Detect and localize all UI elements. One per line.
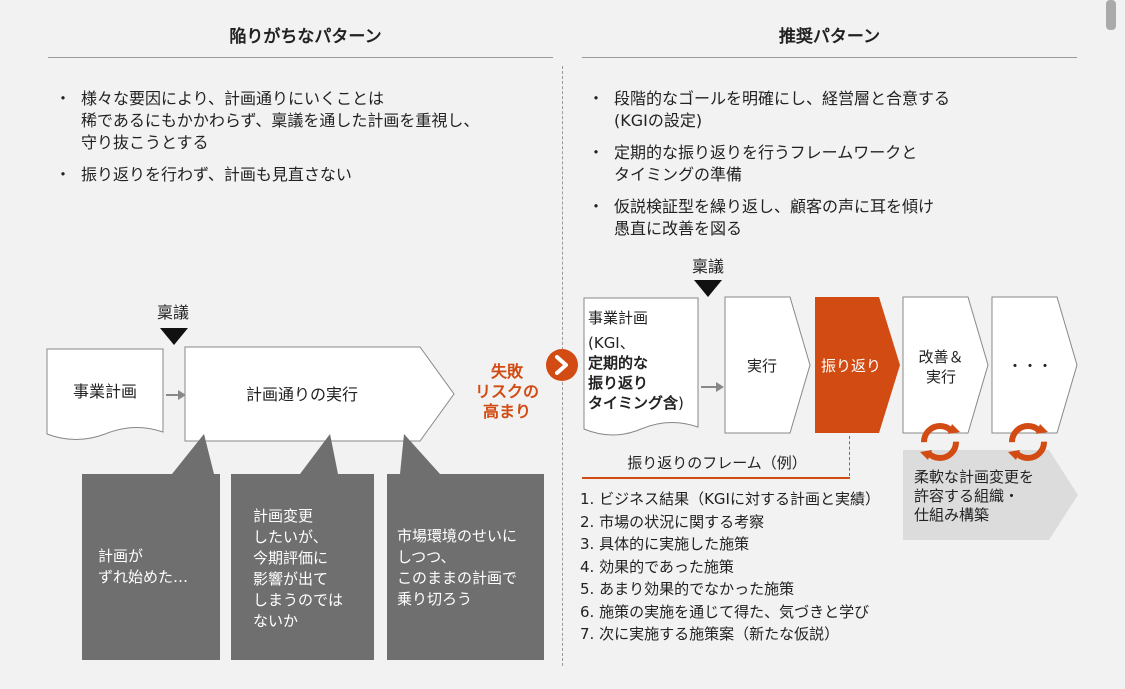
left-title-rule — [48, 57, 553, 58]
framework-item: 4. 効果的であった施策 — [580, 557, 734, 576]
step-review-label: 振り返り — [820, 357, 881, 375]
right-plan-title: 事業計画 — [588, 309, 649, 327]
framework-item: 6. 施策の実施を通じて得た、気づきと学び — [580, 602, 870, 621]
left-bullet-list: 様々な要因により、計画通りにいくことは 稀であるにもかかわらず、稟議を通した計画… — [55, 88, 555, 196]
right-bullet-3: 仮説検証型を繰り返し、顧客の声に耳を傾け 愚直に改善を図る — [588, 196, 1088, 240]
right-plan-bold-1: 定期的な — [588, 354, 649, 372]
right-bullet-list: 段階的なゴールを明確にし、経営層と合意する (KGIの設定) 定期的な振り返りを… — [588, 88, 1088, 250]
step-ellipsis-label: ・・・ — [1007, 357, 1053, 375]
framework-item: 5. あまり効果的でなかった施策 — [580, 580, 795, 598]
failure-risk-label: 失敗 リスクの 高まり — [474, 362, 539, 421]
step-chevrons — [724, 296, 1078, 434]
framework-item: 3. 具体的に実施した施策 — [580, 535, 750, 553]
left-plan-label: 事業計画 — [72, 382, 137, 401]
right-arrow-icon — [701, 382, 724, 392]
right-plan-paren-close: ) — [678, 394, 684, 412]
speech-bubble-2-text: 計画変更 したいが、 今期評価に 影響が出て しまうのでは ないか — [253, 507, 344, 630]
right-plan-paren-open: (KGI、 — [588, 334, 635, 352]
framework-title: 振り返りのフレーム（例） — [627, 454, 807, 472]
left-execution-chevron — [184, 346, 455, 442]
right-approval-label: 稟議 — [691, 257, 724, 276]
cycle-icon — [1008, 423, 1048, 461]
speech-bubble-3-text: 市場環境のせいに しつつ、 このままの計画で 乗り切ろう — [397, 527, 518, 608]
step-execute-label: 実行 — [746, 357, 777, 375]
left-plan-document-icon — [46, 348, 164, 440]
left-arrow-icon — [166, 390, 186, 400]
framework-item: 7. 次に実施する施策案（新たな仮説） — [580, 625, 840, 643]
review-dashed-connector — [849, 436, 850, 476]
right-approval-marker-icon — [694, 280, 722, 297]
left-approval-marker-icon — [160, 328, 188, 345]
left-approval-label: 稟議 — [156, 303, 189, 322]
left-execution-label: 計画通りの実行 — [245, 385, 358, 404]
step-improve-label: 改善＆ 実行 — [918, 348, 964, 386]
flex-note-text: 柔軟な計画変更を 許容する組織・ 仕組み構築 — [914, 468, 1035, 524]
right-title-rule — [582, 57, 1077, 58]
speech-bubble-tails — [172, 434, 440, 474]
right-plan-document-icon — [583, 297, 699, 436]
scrollbar-thumb[interactable] — [1106, 0, 1116, 30]
framework-item: 1. ビジネス結果（KGIに対する計画と実績） — [580, 490, 880, 508]
right-plan-content: 事業計画 (KGI、 定期的な 振り返り タイミング含) — [588, 308, 698, 413]
flex-note-arrow-shape — [903, 450, 1078, 540]
speech-bubble-1: 計画が ずれ始めた… — [82, 474, 220, 660]
left-section-title: 陥りがちなパターン — [229, 27, 382, 47]
speech-bubble-3: 市場環境のせいに しつつ、 このままの計画で 乗り切ろう — [387, 474, 544, 660]
framework-item: 2. 市場の状況に関する考察 — [580, 512, 765, 531]
framework-list: 1. ビジネス結果（KGIに対する計画と実績） 2. 市場の状況に関する考察 3… — [580, 488, 910, 646]
right-section-title: 推奨パターン — [778, 27, 881, 47]
framework-rule — [582, 477, 850, 479]
right-plan-bold-3: タイミング含 — [588, 394, 679, 412]
circle-arrow-icon — [546, 349, 578, 381]
speech-bubble-2: 計画変更 したいが、 今期評価に 影響が出て しまうのでは ないか — [231, 474, 374, 660]
left-bullet-1: 様々な要因により、計画通りにいくことは 稀であるにもかかわらず、稟議を通した計画… — [55, 88, 555, 154]
right-plan-bold-2: 振り返り — [588, 374, 649, 392]
left-bullet-2: 振り返りを行わず、計画も見直さない — [55, 164, 555, 186]
speech-bubble-1-text: 計画が ずれ始めた… — [98, 547, 189, 586]
right-bullet-1: 段階的なゴールを明確にし、経営層と合意する (KGIの設定) — [588, 88, 1088, 132]
cycle-icon — [920, 423, 960, 461]
right-bullet-2: 定期的な振り返りを行うフレームワークと タイミングの準備 — [588, 142, 1088, 186]
